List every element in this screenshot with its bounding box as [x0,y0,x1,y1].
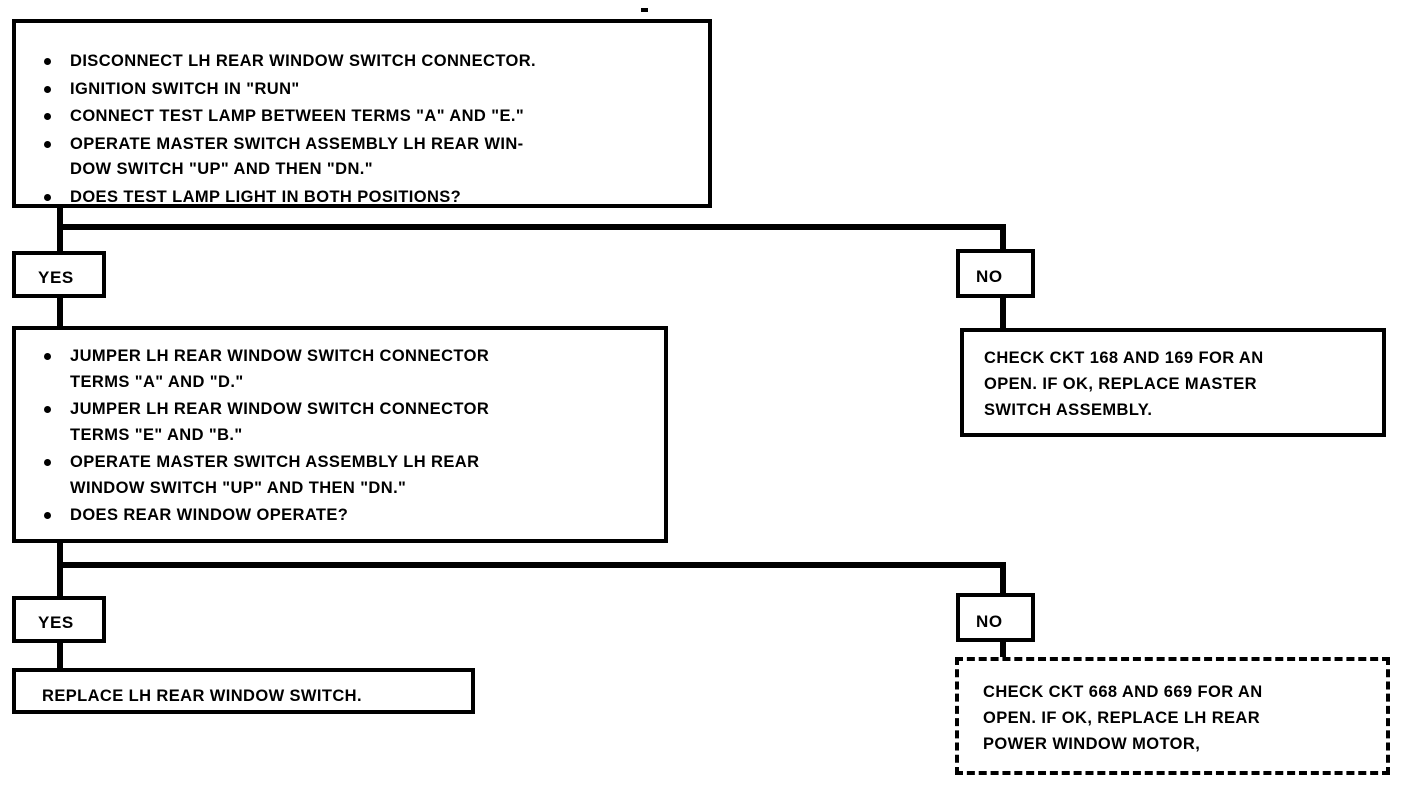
connector-no2-down [1000,639,1006,661]
step-1-test-block: DISCONNECT LH REAR WINDOW SWITCH CONNECT… [12,19,712,208]
list-item: OPERATE MASTER SWITCH ASSEMBLY LH REAR W… [32,450,657,501]
branch-label-no-1: NO [956,249,1035,298]
branch-label-no-2: NO [956,593,1035,642]
list-item: DISCONNECT LH REAR WINDOW SWITCH CONNECT… [32,49,697,75]
connector-step2-to-no [1000,562,1006,596]
yes-2-result-block: REPLACE LH REAR WINDOW SWITCH. [12,668,475,714]
no-1-result-text: CHECK CKT 168 AND 169 FOR AN OPEN. IF OK… [984,349,1264,419]
connector-step1-to-yes [57,224,63,256]
step-1-bullet-list: DISCONNECT LH REAR WINDOW SWITCH CONNECT… [32,49,697,212]
connector-step1-to-no [1000,224,1006,254]
connector-step2-to-yes [57,562,63,600]
connector-yes2-down [57,639,63,671]
branch-label-text: NO [976,267,1003,286]
list-item: DOES TEST LAMP LIGHT IN BOTH POSITIONS? [32,185,697,211]
list-item: IGNITION SWITCH IN "RUN" [32,77,697,103]
list-item: DOES REAR WINDOW OPERATE? [32,503,657,529]
branch-label-text: NO [976,612,1003,631]
step-2-test-block: JUMPER LH REAR WINDOW SWITCH CONNECTOR T… [12,326,668,543]
connector-step1-down [57,204,63,230]
print-speck [641,8,648,12]
no-1-result-block: CHECK CKT 168 AND 169 FOR AN OPEN. IF OK… [960,328,1386,437]
branch-label-text: YES [38,268,74,287]
list-item: JUMPER LH REAR WINDOW SWITCH CONNECTOR T… [32,397,657,448]
branch-label-text: YES [38,613,74,632]
connector-step2-down [57,539,63,565]
no-2-result-block: CHECK CKT 668 AND 669 FOR AN OPEN. IF OK… [955,657,1390,775]
connector-step2-horizontal [57,562,1006,568]
step-2-bullet-list: JUMPER LH REAR WINDOW SWITCH CONNECTOR T… [32,344,657,531]
connector-yes1-down [57,294,63,330]
yes-2-result-text: REPLACE LH REAR WINDOW SWITCH. [42,687,362,705]
branch-label-yes-2: YES [12,596,106,643]
list-item: CONNECT TEST LAMP BETWEEN TERMS "A" AND … [32,104,697,130]
connector-no1-down [1000,294,1006,332]
no-2-result-text: CHECK CKT 668 AND 669 FOR AN OPEN. IF OK… [983,683,1263,753]
branch-label-yes-1: YES [12,251,106,298]
connector-step1-horizontal [57,224,1006,230]
list-item: JUMPER LH REAR WINDOW SWITCH CONNECTOR T… [32,344,657,395]
list-item: OPERATE MASTER SWITCH ASSEMBLY LH REAR W… [32,132,697,183]
